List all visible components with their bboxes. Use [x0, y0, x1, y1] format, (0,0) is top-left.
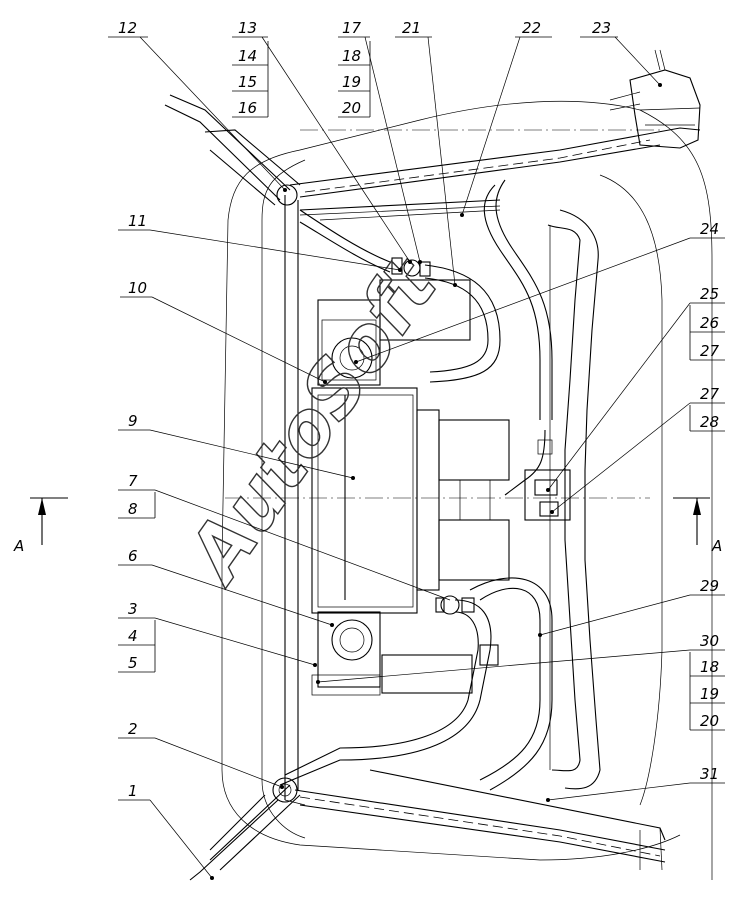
callout-22: 22	[522, 19, 541, 37]
valve-7	[435, 595, 475, 615]
bracket-23	[609, 49, 701, 149]
section-letter-left: A	[13, 537, 24, 555]
center-lines	[225, 129, 660, 499]
callout-20: 20	[342, 99, 361, 117]
callout-19: 19	[342, 73, 361, 91]
callout-20-lower: 20	[700, 712, 719, 730]
callout-1: 1	[128, 782, 138, 800]
callout-31: 31	[700, 765, 719, 783]
callout-13: 13	[238, 19, 257, 37]
callout-12: 12	[118, 19, 137, 37]
callout-30: 30	[700, 632, 719, 650]
callout-2: 2	[128, 720, 138, 738]
section-marker-left: A	[13, 497, 68, 555]
callout-24: 24	[700, 220, 719, 238]
callout-11: 11	[128, 212, 147, 230]
callout-6: 6	[128, 547, 138, 565]
callout-28: 28	[700, 413, 719, 431]
right-side-panel	[547, 209, 601, 790]
callout-18-lower: 18	[700, 658, 719, 676]
callout-23: 23	[592, 19, 611, 37]
callout-10: 10	[128, 279, 147, 297]
connector-block	[524, 439, 571, 521]
body-outline	[221, 100, 713, 880]
section-letter-right: A	[711, 537, 722, 555]
callout-27-second: 27	[700, 385, 720, 403]
callout-labels: 12 13 14 15 16 17 18 19 20 21 22 23 11 2…	[118, 19, 720, 800]
callout-leaders	[108, 36, 725, 879]
callout-25: 25	[700, 285, 719, 303]
firewall-frame	[284, 195, 306, 806]
callout-16: 16	[238, 99, 257, 117]
hoses	[164, 94, 553, 881]
callout-18: 18	[342, 47, 361, 65]
callout-17: 17	[342, 19, 362, 37]
callout-27: 27	[700, 342, 720, 360]
callout-4: 4	[128, 627, 138, 645]
leader-dots	[210, 83, 662, 880]
heater-unit	[311, 279, 510, 696]
callout-19-lower: 19	[700, 685, 719, 703]
section-marker-right: A	[673, 497, 722, 555]
callout-15: 15	[238, 73, 257, 91]
callout-9: 9	[128, 412, 138, 430]
valve-13-20	[391, 257, 431, 277]
callout-3: 3	[128, 600, 138, 618]
callout-26: 26	[700, 314, 719, 332]
lower-frame-rail	[294, 769, 666, 871]
callout-21: 21	[402, 19, 421, 37]
callout-5: 5	[128, 654, 138, 672]
callout-29: 29	[700, 577, 719, 595]
upper-frame-rail	[289, 127, 701, 221]
callout-14: 14	[238, 47, 257, 65]
callout-8: 8	[128, 500, 138, 518]
callout-7: 7	[128, 472, 138, 490]
